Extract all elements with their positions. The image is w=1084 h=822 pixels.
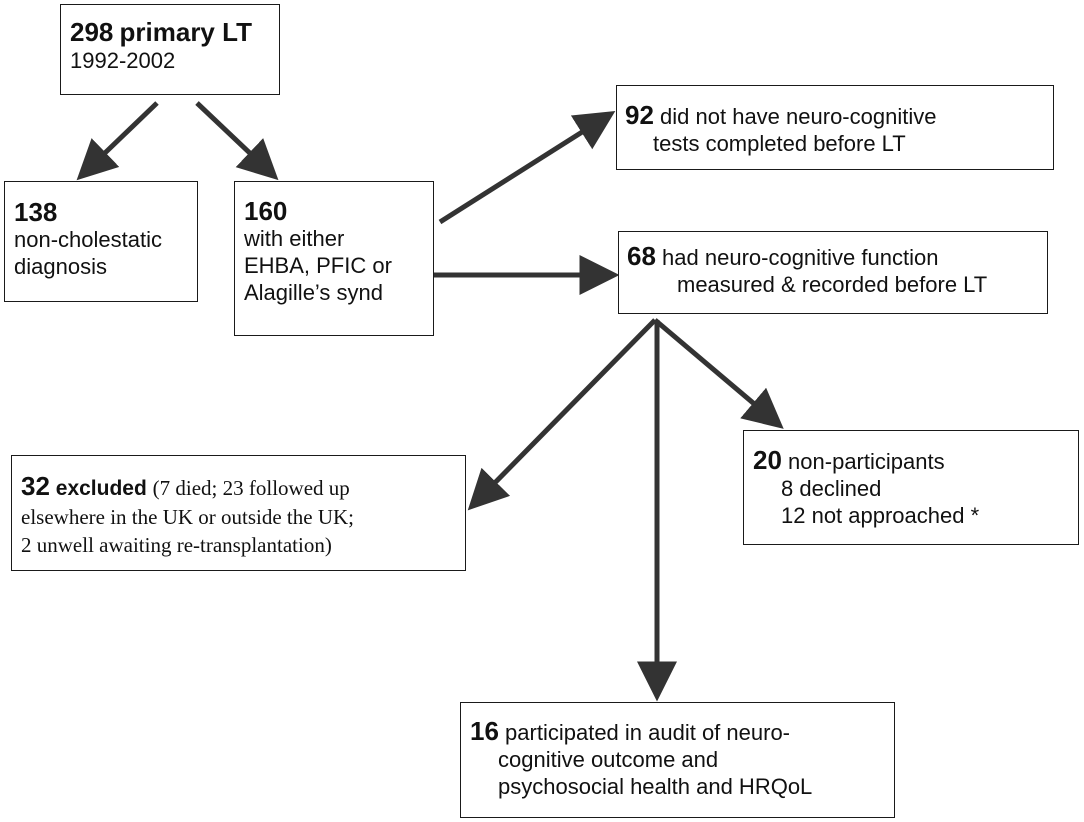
node-text-line: did not have neuro-cognitive [660, 104, 937, 129]
node-cholestatic: 160 with either EHBA, PFIC or Alagille’s… [234, 181, 434, 336]
node-text-line: cognitive outcome and [498, 747, 719, 772]
node-text-line: (7 died; 23 followed up [152, 476, 350, 500]
node-text-line: had neuro-cognitive function [662, 245, 939, 270]
node-text-line: Alagille’s synd [244, 280, 384, 305]
node-label: excluded [55, 477, 147, 500]
node-non-cholestatic: 138 non-cholestatic diagnosis [4, 181, 198, 302]
node-measured: 68 had neuro-cognitive function measured… [618, 231, 1048, 314]
node-count: 68 [627, 241, 656, 271]
node-label: non-participants [788, 449, 945, 474]
arrow-68-to-20 [653, 318, 784, 429]
node-label: primary LT [119, 17, 252, 47]
node-text-line: tests completed before LT [653, 131, 906, 156]
node-text-line: EHBA, PFIC or [244, 253, 392, 278]
node-count: 20 [753, 445, 782, 475]
node-participated: 16 participated in audit of neuro- cogni… [460, 702, 895, 818]
node-text-line: participated in audit of neuro- [505, 720, 791, 745]
node-text-line: elsewhere in the UK or outside the UK; [21, 505, 354, 529]
node-count: 138 [14, 197, 58, 227]
node-non-participants: 20 non-participants 8 declined 12 not ap… [743, 430, 1079, 545]
node-count: 298 [70, 17, 114, 47]
node-text-line: 8 declined [781, 476, 882, 501]
arrow-160-to-92 [438, 110, 616, 225]
node-text-line: diagnosis [14, 254, 107, 279]
node-text-line: with either [244, 226, 345, 251]
node-text-line: measured & recorded before LT [677, 272, 988, 297]
arrow-total-to-160 [195, 101, 279, 181]
node-count: 160 [244, 196, 288, 226]
node-years: 1992-2002 [70, 48, 176, 73]
node-text-line: 2 unwell awaiting re-transplantation) [21, 533, 332, 557]
node-text-line: non-cholestatic [14, 227, 162, 252]
arrow-total-to-138 [76, 101, 159, 181]
node-excluded: 32 excluded (7 died; 23 followed up else… [11, 455, 466, 571]
node-text-line: 12 not approached * [781, 503, 980, 528]
node-count: 16 [470, 716, 499, 746]
node-count: 32 [21, 471, 50, 501]
node-total-primary-lt: 298 primary LT 1992-2002 [60, 4, 280, 95]
node-no-tests: 92 did not have neuro-cognitive tests co… [616, 85, 1054, 170]
node-text-line: psychosocial health and HRQoL [498, 774, 813, 799]
node-count: 92 [625, 100, 654, 130]
arrow-68-to-32 [467, 318, 657, 511]
